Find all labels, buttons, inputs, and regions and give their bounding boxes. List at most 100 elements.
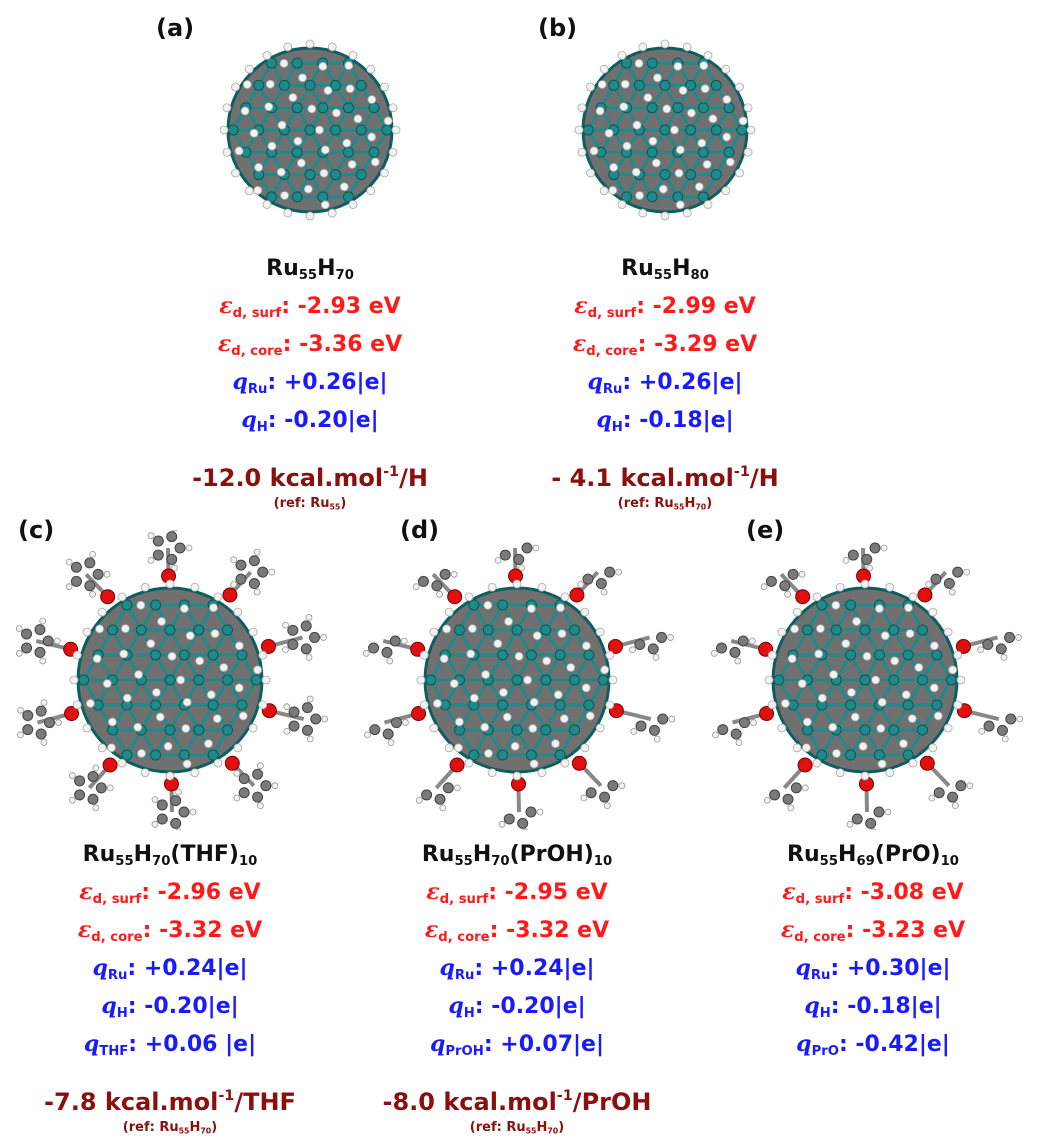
energy-value: -8.0 kcal.mol	[382, 1087, 557, 1116]
charge-subscript: PrO	[811, 1043, 839, 1059]
charge-symbol: q	[241, 406, 257, 433]
energy-exponent: -1	[556, 1087, 573, 1104]
charge-subscript: H	[819, 1005, 831, 1021]
epsilon-value: -2.93 eV	[297, 293, 401, 319]
charge-subscript: Ru	[454, 967, 475, 983]
ligand-molecule	[415, 757, 465, 812]
charge-line: qH: -0.18|e|	[505, 405, 825, 443]
epsilon-subscript: d, surf	[232, 305, 282, 321]
colon: :	[845, 917, 863, 943]
ref-part: (ref: Ru	[122, 1119, 179, 1135]
panel-label-b: (b)	[538, 14, 578, 42]
ru55h69-pro10-cluster-image	[710, 542, 1024, 830]
charge-value: -0.18|e|	[639, 407, 734, 433]
formula-part: 80	[690, 267, 709, 283]
colon: :	[128, 1031, 145, 1057]
formula-part: Ru	[621, 256, 654, 281]
formula-part: (THF)	[170, 842, 239, 867]
formula-part: (PrO)	[874, 842, 941, 867]
epsilon-value: -3.36 eV	[299, 331, 403, 357]
charge-line: qRu: +0.24|e|	[357, 953, 677, 991]
charge-value: -0.18|e|	[847, 993, 942, 1019]
reference-note: (ref: Ru55H70)	[357, 1119, 677, 1140]
formula-part: 55	[454, 853, 473, 869]
ligand-molecule	[607, 631, 674, 661]
reference-note: (ref: Ru55H70)	[505, 495, 825, 516]
epsilon-subscript: d, surf	[795, 891, 845, 907]
charge-value: +0.07|e|	[500, 1031, 604, 1057]
formula-part: 70	[152, 853, 171, 869]
hydrogen-atoms	[574, 39, 756, 221]
charge-value: -0.20|e|	[144, 993, 239, 1019]
d-band-center-surf: εd, surf: -2.96 eV	[10, 877, 330, 915]
ligand-molecule	[608, 703, 676, 743]
epsilon-symbol: ε	[782, 878, 796, 905]
energy-exponent: -1	[383, 463, 400, 480]
ligand-molecule	[412, 568, 463, 605]
formula: Ru55H70	[150, 254, 470, 291]
ligand-molecule	[569, 566, 623, 603]
charge-symbol: q	[430, 1030, 446, 1057]
epsilon-symbol: ε	[219, 292, 233, 319]
ref-part: 55	[525, 1126, 537, 1136]
formula-part: 69	[856, 853, 875, 869]
charge-symbol: q	[796, 1030, 812, 1057]
charge-line: qRu: +0.24|e|	[10, 953, 330, 991]
epsilon-subscript: d, core	[91, 929, 143, 945]
charge-value: +0.06 |e|	[144, 1031, 257, 1057]
colon: :	[267, 407, 285, 433]
ligand-molecule	[68, 757, 118, 812]
epsilon-value: -2.95 eV	[504, 879, 608, 905]
epsilon-subscript: d, core	[794, 929, 846, 945]
charge-line: qH: -0.20|e|	[150, 405, 470, 443]
charge-value: +0.30|e|	[846, 955, 951, 981]
hydrogen-atoms	[219, 39, 401, 221]
charge-symbol: q	[804, 992, 820, 1019]
colon: :	[622, 369, 639, 395]
formula-part: 55	[653, 267, 673, 283]
charge-symbol: q	[101, 992, 117, 1019]
epsilon-value: -2.99 eV	[652, 293, 756, 319]
charge-line: qRu: +0.26|e|	[505, 367, 825, 405]
colon: :	[141, 879, 158, 905]
epsilon-symbol: ε	[424, 916, 439, 943]
charge-line: qH: -0.18|e|	[713, 991, 1033, 1029]
formula: Ru55H69(PrO)10	[713, 840, 1033, 877]
formula-part: Ru	[787, 842, 820, 867]
formula-part: Ru	[266, 256, 299, 281]
epsilon-symbol: ε	[572, 330, 587, 357]
epsilon-value: -2.96 eV	[157, 879, 261, 905]
ref-part: 55	[178, 1126, 190, 1136]
ligand-molecule	[65, 550, 116, 605]
ref-part: H	[536, 1119, 548, 1135]
charge-subscript: Ru	[107, 967, 128, 983]
ref-part: H	[684, 495, 696, 511]
ligand-molecule	[763, 757, 813, 812]
colon: :	[489, 917, 507, 943]
colon: :	[127, 993, 145, 1019]
charge-subscript: THF	[99, 1043, 129, 1059]
charge-subscript: H	[256, 419, 268, 435]
charge-line: qRu: +0.30|e|	[713, 953, 1033, 991]
formula-part: H	[672, 256, 691, 281]
colon: :	[483, 1031, 501, 1057]
charge-value: +0.24|e|	[143, 955, 248, 981]
ligand-molecule	[842, 542, 888, 584]
epsilon-symbol: ε	[426, 878, 440, 905]
hydrogen-atoms	[69, 579, 271, 781]
epsilon-subscript: d, surf	[439, 891, 489, 907]
binding-energy: -12.0 kcal.mol-1/H	[150, 455, 470, 495]
d-band-center-surf: εd, surf: -2.99 eV	[505, 291, 825, 329]
formula-part: 55	[819, 853, 839, 869]
formula-part: H	[472, 842, 492, 867]
ref-part: (ref: Ru	[273, 495, 330, 511]
energy-exponent: -1	[733, 463, 750, 480]
ligand-molecule	[362, 635, 426, 665]
ligand-molecule	[494, 542, 540, 584]
d-band-center-core: εd, core: -3.36 eV	[150, 329, 470, 367]
ref-part: 70	[200, 1126, 212, 1136]
epsilon-value: -3.32 eV	[506, 917, 610, 943]
